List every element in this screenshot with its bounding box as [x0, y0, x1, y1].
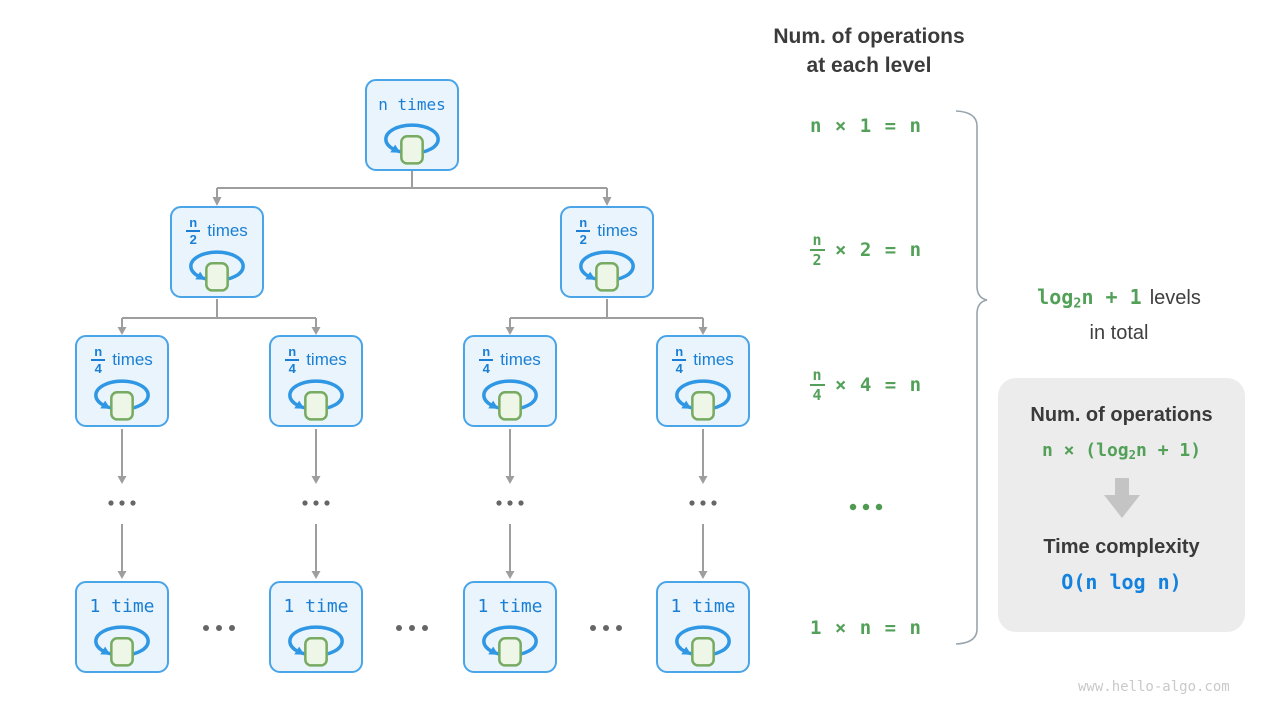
tree-node-half-right: n 2 times — [560, 206, 654, 298]
loop-icon — [384, 123, 440, 166]
tree-node-half-left: n 2 times — [170, 206, 264, 298]
loop-icon — [482, 379, 538, 422]
fraction: n 4 — [285, 345, 300, 375]
fraction-bar — [809, 249, 825, 251]
tree-node-quarter-3: n 4 times — [463, 335, 557, 427]
fraction: n 4 — [479, 345, 494, 375]
fraction-bar — [576, 230, 591, 232]
tree-node-leaf-2: 1 time — [269, 581, 363, 673]
ops-level-2: n 2 × 2 = n — [766, 222, 966, 278]
log-expression: log2n + 1 — [1037, 285, 1142, 312]
node-label: n 2 times — [576, 216, 638, 246]
tree-node-leaf-4: 1 time — [656, 581, 750, 673]
loop-icon — [675, 625, 731, 668]
node-label: n 4 times — [672, 345, 734, 375]
loop-icon — [94, 625, 150, 668]
operations-expression: n × (log2n + 1) — [1041, 440, 1202, 463]
fraction: n 4 — [672, 345, 687, 375]
fraction: n 4 — [809, 367, 825, 403]
loop-icon — [288, 379, 344, 422]
fraction-bar — [186, 230, 201, 232]
fraction: n 2 — [576, 216, 591, 246]
tree-node-quarter-1: n 4 times — [75, 335, 169, 427]
tree-node-quarter-2: n 4 times — [269, 335, 363, 427]
ops-level-n: 1 × n = n — [810, 617, 922, 639]
ops-level-1: n × 1 = n — [810, 115, 922, 137]
loop-icon — [482, 625, 538, 668]
loop-icon — [94, 379, 150, 422]
fraction-bar — [479, 359, 494, 361]
node-label: n 2 times — [186, 216, 248, 246]
node-label: n 4 times — [479, 345, 541, 375]
loop-icon — [579, 250, 635, 293]
fraction-bar — [809, 384, 825, 386]
fraction-bar — [91, 359, 106, 361]
summary-card: Num. of operations n × (log2n + 1) Time … — [998, 378, 1245, 632]
watermark: www.hello-algo.com — [1078, 679, 1230, 695]
loop-icon — [288, 625, 344, 668]
fraction: n 2 — [186, 216, 201, 246]
ops-level-3: n 4 × 4 = n — [766, 357, 966, 413]
loop-icon — [189, 250, 245, 293]
tree-node-leaf-3: 1 time — [463, 581, 557, 673]
fraction-bar — [285, 359, 300, 361]
fraction: n 4 — [91, 345, 106, 375]
fraction: n 2 — [809, 232, 825, 268]
tree-node-root: n times — [365, 79, 459, 171]
node-label: n times — [378, 94, 446, 114]
summary-title-operations: Num. of operations — [1030, 404, 1213, 426]
node-label: n 4 times — [285, 345, 347, 375]
node-label: n 4 times — [91, 345, 153, 375]
tree-node-leaf-1: 1 time — [75, 581, 169, 673]
fraction-bar — [672, 359, 687, 361]
column-header: Num. of operations at each level — [773, 25, 965, 77]
ellipsis-dots-green — [849, 503, 883, 511]
tree-node-quarter-4: n 4 times — [656, 335, 750, 427]
complexity-value: O(n log n) — [1061, 570, 1182, 595]
down-arrow-icon — [1103, 478, 1140, 519]
summary-title-complexity: Time complexity — [1043, 536, 1200, 559]
loop-icon — [675, 379, 731, 422]
